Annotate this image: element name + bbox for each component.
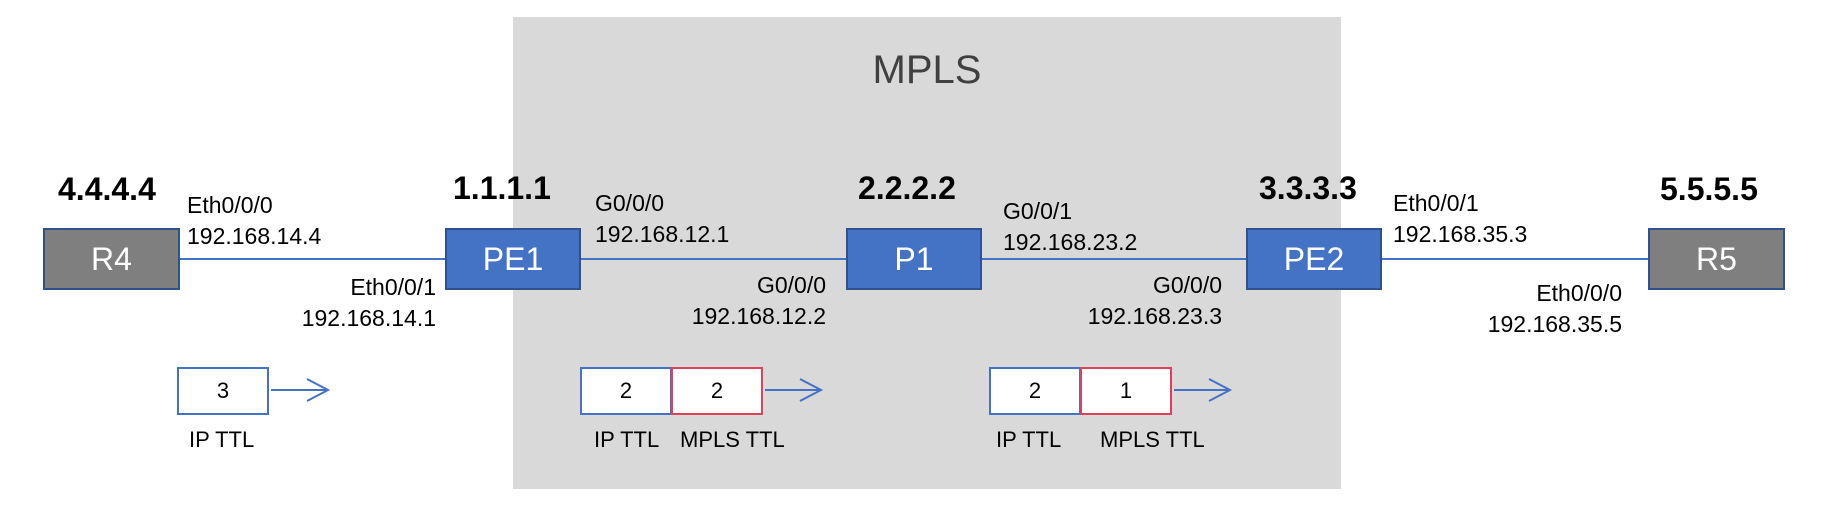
- packet-hop2-mpls-ttl-caption: MPLS TTL: [680, 427, 785, 452]
- interface-ip: 192.168.35.5: [1487, 311, 1622, 337]
- router-pe1-label: PE1: [482, 240, 544, 277]
- router-r4-label: R4: [91, 240, 132, 277]
- router-id-pe2: 3.3.3.3: [1259, 170, 1357, 206]
- interface-pe2-g0-0-0: G0/0/0 192.168.23.3: [1072, 270, 1222, 332]
- router-pe2-label: PE2: [1283, 240, 1345, 277]
- interface-name: Eth0/0/1: [350, 274, 436, 300]
- interface-name: G0/0/0: [756, 272, 826, 298]
- router-pe2: PE2: [1246, 228, 1382, 290]
- router-id-p1: 2.2.2.2: [858, 170, 956, 206]
- router-id-r5: 5.5.5.5: [1660, 171, 1758, 207]
- interface-pe1-g0-0-0: G0/0/0 192.168.12.1: [595, 188, 729, 250]
- router-id-r4: 4.4.4.4: [58, 171, 156, 207]
- arrow-right-icon: [765, 378, 824, 402]
- interface-name: Eth0/0/0: [187, 192, 273, 218]
- router-r4: R4: [43, 228, 180, 290]
- interface-name: G0/0/0: [1152, 272, 1222, 298]
- mpls-domain-title: MPLS: [872, 48, 982, 92]
- link-pe1-p1: [580, 258, 848, 260]
- mpls-ttl-value: 1: [1119, 378, 1133, 403]
- ip-ttl-value: 2: [619, 378, 633, 403]
- arrow-right-icon: [271, 378, 331, 402]
- ip-ttl-value: 2: [1028, 378, 1042, 403]
- packet-hop3-mpls-ttl-box: 1: [1080, 367, 1172, 415]
- interface-ip: 192.168.12.2: [691, 303, 826, 329]
- interface-ip: 192.168.35.3: [1393, 221, 1528, 247]
- interface-pe2-eth0-0-1: Eth0/0/1 192.168.35.3: [1393, 188, 1527, 250]
- link-p1-pe2: [981, 258, 1247, 260]
- interface-pe1-eth0-0-1: Eth0/0/1 192.168.14.1: [286, 272, 436, 334]
- interface-ip: 192.168.23.2: [1003, 229, 1138, 255]
- ip-ttl-value: 3: [216, 378, 230, 403]
- router-r5: R5: [1648, 228, 1785, 290]
- interface-p1-g0-0-1: G0/0/1 192.168.23.2: [1003, 196, 1137, 258]
- link-r4-pe1: [180, 258, 447, 260]
- packet-hop2-mpls-ttl-box: 2: [671, 367, 763, 415]
- packet-hop2-ip-ttl-caption: IP TTL: [594, 427, 660, 452]
- link-pe2-r5: [1380, 258, 1650, 260]
- router-id-pe1: 1.1.1.1: [453, 170, 551, 206]
- interface-p1-g0-0-0: G0/0/0 192.168.12.2: [676, 270, 826, 332]
- packet-hop1-ip-ttl-box: 3: [177, 367, 269, 415]
- interface-name: Eth0/0/0: [1536, 280, 1622, 306]
- arrow-right-icon: [1174, 378, 1233, 402]
- mpls-ttl-value: 2: [710, 378, 724, 403]
- interface-name: G0/0/1: [1003, 198, 1073, 224]
- interface-r5-eth0-0-0: Eth0/0/0 192.168.35.5: [1472, 278, 1622, 340]
- interface-ip: 192.168.12.1: [595, 221, 730, 247]
- packet-hop3-mpls-ttl-caption: MPLS TTL: [1100, 427, 1205, 452]
- interface-r4-eth0-0-0: Eth0/0/0 192.168.14.4: [187, 190, 321, 252]
- interface-ip: 192.168.14.1: [301, 305, 436, 331]
- router-p1: P1: [846, 228, 982, 290]
- router-p1-label: P1: [894, 240, 934, 277]
- router-r5-label: R5: [1696, 240, 1737, 277]
- interface-name: G0/0/0: [595, 190, 665, 216]
- packet-hop3-ip-ttl-caption: IP TTL: [996, 427, 1062, 452]
- interface-ip: 192.168.14.4: [187, 223, 322, 249]
- interface-name: Eth0/0/1: [1393, 190, 1479, 216]
- router-pe1: PE1: [445, 228, 581, 290]
- packet-hop1-ip-ttl-caption: IP TTL: [189, 427, 255, 452]
- interface-ip: 192.168.23.3: [1087, 303, 1222, 329]
